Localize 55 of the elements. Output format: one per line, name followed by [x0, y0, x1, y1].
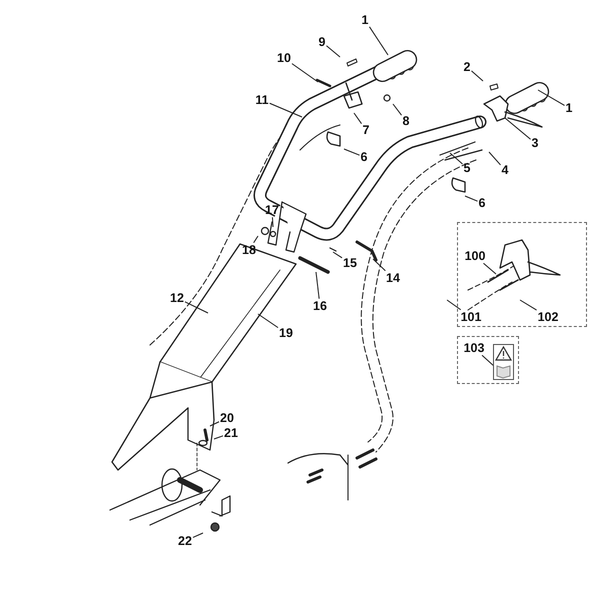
leader-line — [210, 421, 220, 426]
callout-number: 11 — [254, 92, 270, 108]
callout-number: 3 — [530, 136, 540, 150]
leader-line — [253, 236, 258, 244]
leader-line — [464, 196, 478, 202]
callout-number: 100 — [464, 248, 486, 264]
callout-number: 15 — [342, 256, 358, 270]
leader-line — [332, 252, 343, 258]
callout-number: 6 — [478, 196, 486, 210]
leader-line — [326, 45, 340, 58]
callout-number: 22 — [177, 534, 193, 548]
leader-line — [354, 112, 362, 124]
callout-number: 10 — [276, 50, 292, 66]
callout-number: 9 — [318, 34, 326, 50]
leader-line — [470, 70, 484, 82]
leader-line — [344, 148, 360, 156]
callout-number: 1 — [360, 12, 370, 28]
callout-number: 12 — [169, 290, 185, 306]
callout-number: 1 — [564, 100, 574, 116]
callout-number: 14 — [385, 270, 401, 286]
dashed-inset-frame — [457, 222, 587, 327]
leader-line — [272, 216, 274, 228]
callout-number: 8 — [402, 114, 410, 128]
leader-line — [482, 262, 496, 274]
leader-line — [316, 272, 320, 300]
leader-line — [192, 532, 204, 538]
leader-line — [538, 90, 566, 106]
leader-line — [446, 300, 462, 310]
leader-line — [482, 354, 496, 368]
leader-line — [184, 301, 208, 314]
leader-line — [269, 102, 302, 118]
callout-number: 7 — [362, 122, 370, 138]
callout-number: 17 — [264, 202, 280, 218]
leader-line — [450, 152, 464, 165]
callout-number: 102 — [536, 310, 560, 324]
callout-number: 5 — [462, 160, 472, 176]
callout-number: 21 — [223, 426, 239, 440]
callout-number: 16 — [312, 298, 328, 314]
leader-line — [214, 435, 224, 440]
leader-line — [488, 152, 502, 166]
callout-number: 20 — [219, 410, 235, 426]
leader-line — [258, 314, 279, 328]
callout-number: 4 — [500, 162, 510, 178]
callout-number: 103 — [462, 340, 486, 356]
leader-line — [520, 300, 538, 311]
callout-number: 101 — [460, 310, 482, 324]
dashed-inset-frame — [457, 336, 519, 384]
callout-number: 6 — [360, 150, 368, 164]
callout-number: 2 — [462, 60, 472, 74]
leader-line — [372, 258, 386, 272]
leader-line — [504, 118, 532, 140]
leader-line — [291, 63, 318, 82]
callout-number: 19 — [278, 326, 294, 340]
leader-line — [392, 104, 402, 116]
leader-line — [368, 26, 388, 56]
